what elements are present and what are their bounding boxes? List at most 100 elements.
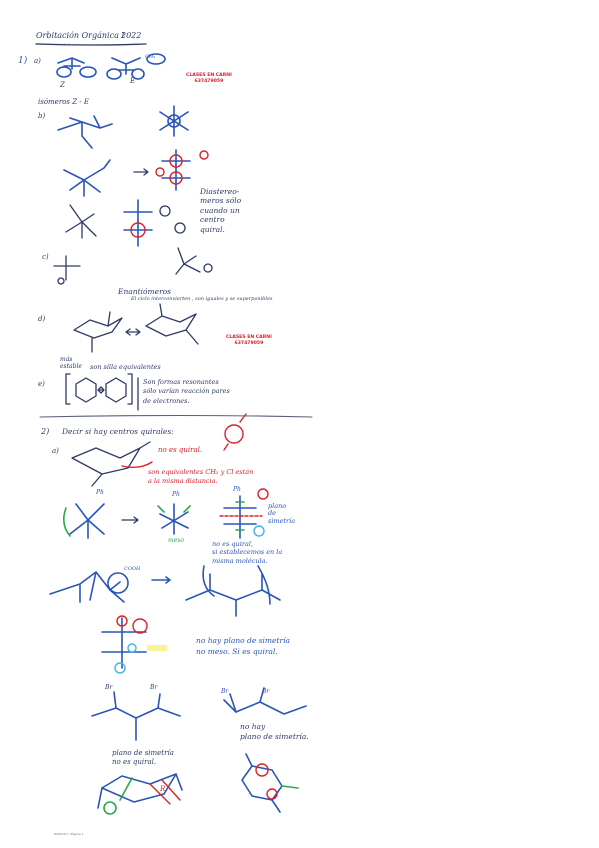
section2-number: 2) bbox=[41, 427, 50, 436]
label-ch3-top: CH₃ bbox=[145, 54, 156, 60]
red-ring-sketch bbox=[223, 413, 247, 451]
newman-1c-right bbox=[175, 247, 213, 275]
plano-no-quiral-line2: no es quiral. bbox=[112, 758, 157, 767]
zigzag-2c-right bbox=[223, 687, 307, 715]
section-divider bbox=[39, 414, 313, 418]
note-diastereo-line2: meros sólo bbox=[200, 196, 242, 206]
watermark-top-line2: 637479059 bbox=[194, 78, 224, 84]
a-equivalentes-line2: a la misma distancia. bbox=[148, 476, 218, 485]
chair-2d-right bbox=[241, 753, 299, 813]
resonance-box bbox=[65, 373, 133, 405]
chair-2a bbox=[71, 441, 153, 487]
alkene-z-sketch bbox=[56, 57, 97, 78]
projection-2a-mid bbox=[157, 503, 191, 535]
plano-side-line1: plano bbox=[268, 502, 287, 510]
section1-item-a: a) bbox=[34, 57, 41, 65]
fischer-2a-right bbox=[219, 488, 269, 539]
page-year: 2022 bbox=[121, 31, 142, 40]
note-diastereo-line3: cuando un bbox=[200, 205, 240, 215]
note-diastereo-line4: centro bbox=[200, 215, 225, 225]
note-mas-line1: más bbox=[60, 356, 73, 363]
no-plano-simetria: no hay plano de simetría no meso. Si es … bbox=[196, 635, 290, 658]
isomer-label: isómeros Z - E bbox=[38, 98, 89, 106]
section2-item-a: a) bbox=[52, 447, 59, 455]
a-equivalentes-line1: son equivalentes CH₃ y Cl están bbox=[148, 468, 254, 476]
no-quiral-meso: no es quiral, si establecemos en la mism… bbox=[212, 540, 282, 565]
section2-intro: Decir si hay centros quirales: bbox=[62, 427, 174, 436]
note-diastereo-line1: Diastereo- bbox=[200, 187, 240, 196]
label-ph-2: Ph bbox=[172, 491, 180, 498]
label-ph-1: Ph bbox=[96, 489, 104, 496]
chair-left bbox=[73, 311, 123, 353]
arrow-2a bbox=[121, 516, 139, 524]
label-r: R bbox=[160, 785, 166, 793]
arrow-1b bbox=[133, 168, 149, 176]
note-silla: son silla equivalentes bbox=[90, 363, 161, 371]
note-resonance-line3: de electrones. bbox=[143, 396, 190, 405]
arrow-2b bbox=[151, 576, 171, 584]
note-resonance-line1: Son formas resonantes bbox=[143, 378, 219, 386]
plano-no-quiral: plano de simetría no es quiral. bbox=[112, 749, 174, 767]
a-equivalentes: son equivalentes CH₃ y Cl están a la mis… bbox=[148, 468, 253, 486]
page-footer: WUOLAH - Página 1 bbox=[54, 832, 84, 836]
zigzag-2c-left bbox=[91, 691, 181, 741]
page-subline: · · · · · · · · · · · · · · bbox=[36, 41, 71, 46]
note-mas-line2: estable bbox=[60, 363, 82, 371]
plano-no-quiral-line1: plano de simetría bbox=[112, 749, 174, 757]
header-underline bbox=[35, 43, 147, 46]
note-resonance: Son formas resonantes sólo varían reacci… bbox=[143, 378, 230, 406]
meso-label: meso bbox=[168, 537, 184, 544]
label-e: E bbox=[130, 77, 136, 85]
watermark-top-line1: CLASES EN CARNI bbox=[186, 73, 232, 78]
sawhorse-1b bbox=[57, 115, 113, 149]
newman-1b-right bbox=[159, 105, 189, 137]
label-br-3: Br bbox=[105, 684, 113, 691]
note-mas-estable: más estable bbox=[60, 356, 82, 370]
alkene-e-sketch bbox=[106, 53, 166, 80]
chair-right bbox=[145, 303, 199, 345]
fischer-1c-small bbox=[53, 255, 81, 285]
watermark-middle: CLASES EN CARNI 637479059 bbox=[226, 335, 272, 346]
no-hay-plano-line1: no hay bbox=[240, 722, 266, 731]
no-hay-plano-line2: plano de simetría. bbox=[240, 731, 309, 741]
sawhorse-1b-second bbox=[63, 159, 111, 197]
watermark-top: CLASES EN CARNI 637479059 bbox=[186, 73, 232, 84]
fischer-2b bbox=[101, 615, 167, 674]
label-br-1: Br bbox=[221, 688, 229, 695]
page-title: Orbitación Orgánica I bbox=[36, 31, 125, 40]
watermark-middle-line1: CLASES EN CARNI bbox=[226, 335, 272, 340]
plano-side-line2: de bbox=[268, 509, 277, 518]
note-diastereomers: Diastereo- meros sólo cuando un centro q… bbox=[200, 187, 241, 234]
note-enantiomers: Enantiómeros bbox=[118, 287, 172, 296]
plano-side-line3: simetría bbox=[268, 516, 296, 525]
no-hay-plano: no hay plano de simetría. bbox=[240, 722, 309, 742]
equilibrium-arrow bbox=[125, 328, 141, 336]
fischer-1b bbox=[155, 149, 209, 191]
fischer-1c bbox=[123, 199, 186, 247]
label-z: Z bbox=[60, 81, 65, 89]
note-interconvert: El ciclo interconvierten , son iguales y… bbox=[131, 296, 273, 302]
section1-item-c: c) bbox=[42, 253, 49, 261]
section1-item-d: d) bbox=[38, 315, 46, 323]
section1-item-e: e) bbox=[38, 380, 45, 388]
label-br-4: Br bbox=[150, 684, 158, 691]
no-quiral-meso-line1: no es quiral, bbox=[212, 540, 253, 548]
section1-item-b: b) bbox=[38, 112, 46, 120]
section1-number: 1) bbox=[18, 56, 28, 66]
no-plano-line2: no meso. Si es quiral. bbox=[196, 647, 278, 657]
chair-2d-left bbox=[97, 773, 183, 815]
sawhorse-2b bbox=[49, 571, 129, 603]
label-br-2: Br bbox=[262, 688, 270, 695]
no-quiral-meso-line3: misma molécula. bbox=[212, 556, 268, 565]
zigzag-2b bbox=[185, 565, 281, 617]
label-ph-3: Ph bbox=[233, 486, 241, 493]
a-no-quiral: no es quiral. bbox=[158, 446, 203, 454]
no-plano-line1: no hay plano de simetría bbox=[196, 636, 290, 645]
watermark-middle-line2: 637479059 bbox=[234, 340, 264, 346]
note-resonance-line2: sólo varían reacción pares bbox=[143, 387, 230, 396]
plano-simetria-side: plano de simetría bbox=[268, 502, 296, 525]
note-diastereo-line5: quiral. bbox=[200, 224, 225, 234]
no-quiral-meso-line2: si establecemos en la bbox=[212, 548, 283, 557]
